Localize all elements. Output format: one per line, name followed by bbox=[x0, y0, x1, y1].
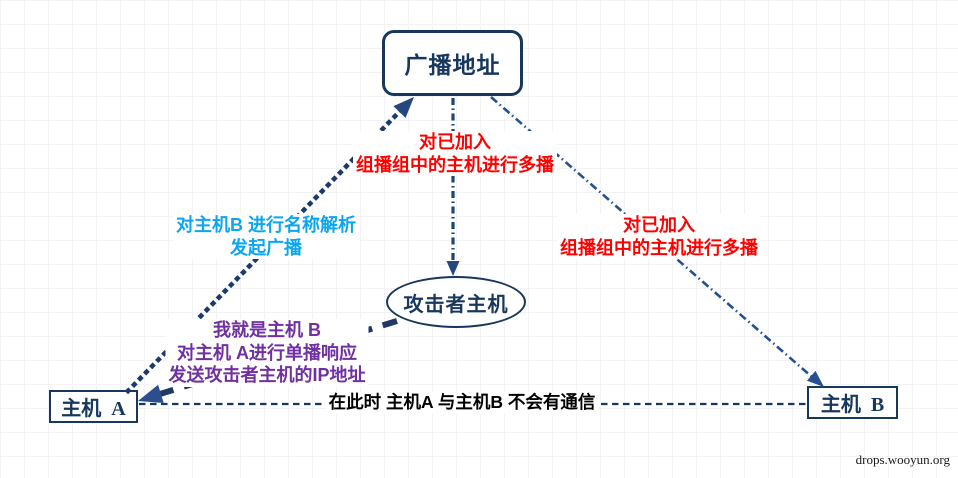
label-multicast-right: 对已加入 组播组中的主机进行多播 bbox=[557, 214, 761, 259]
node-host-b: 主机 B bbox=[807, 386, 898, 419]
label-multicast-center-line1: 对已加入 bbox=[419, 132, 491, 152]
label-name-resolution-line1: 对主机B 进行名称解析 bbox=[176, 215, 356, 235]
label-name-resolution-line2: 发起广播 bbox=[230, 237, 302, 258]
label-multicast-right-line1: 对已加入 bbox=[623, 215, 695, 235]
node-host-a: 主机 A bbox=[49, 390, 138, 423]
label-no-communication-line1: 在此时 主机A 与主机B 不会有通信 bbox=[328, 392, 596, 412]
node-broadcast-address: 广播地址 bbox=[382, 30, 523, 96]
label-multicast-center-line2: 组播组中的主机进行多播 bbox=[356, 154, 554, 175]
label-spoof-response-line1: 我就是主机 B bbox=[212, 320, 321, 340]
arrowhead-into-broadcast bbox=[393, 97, 414, 118]
label-multicast-right-line2: 组播组中的主机进行多播 bbox=[560, 237, 758, 258]
arrowhead-into-attacker bbox=[446, 261, 460, 276]
node-attacker-host: 攻击者主机 bbox=[386, 276, 526, 328]
label-spoof-response-line2: 对主机 A进行单播响应 bbox=[176, 342, 357, 363]
node-host-b-label: 主机 B bbox=[820, 394, 885, 416]
node-broadcast-label: 广播地址 bbox=[404, 52, 501, 78]
node-attacker-label: 攻击者主机 bbox=[403, 293, 509, 316]
label-no-communication: 在此时 主机A 与主机B 不会有通信 bbox=[325, 392, 599, 414]
label-spoof-response-line3: 发送攻击者主机的IP地址 bbox=[168, 365, 366, 385]
watermark: drops.wooyun.org bbox=[855, 452, 950, 467]
arrowhead-into-hostA bbox=[138, 384, 164, 403]
label-name-resolution: 对主机B 进行名称解析 发起广播 bbox=[173, 214, 359, 259]
arrowhead-into-hostB bbox=[806, 370, 824, 387]
label-multicast-center: 对已加入 组播组中的主机进行多播 bbox=[353, 131, 557, 176]
node-host-a-label: 主机 A bbox=[61, 398, 126, 420]
label-spoof-response: 我就是主机 B 对主机 A进行单播响应 发送攻击者主机的IP地址 bbox=[165, 319, 369, 387]
